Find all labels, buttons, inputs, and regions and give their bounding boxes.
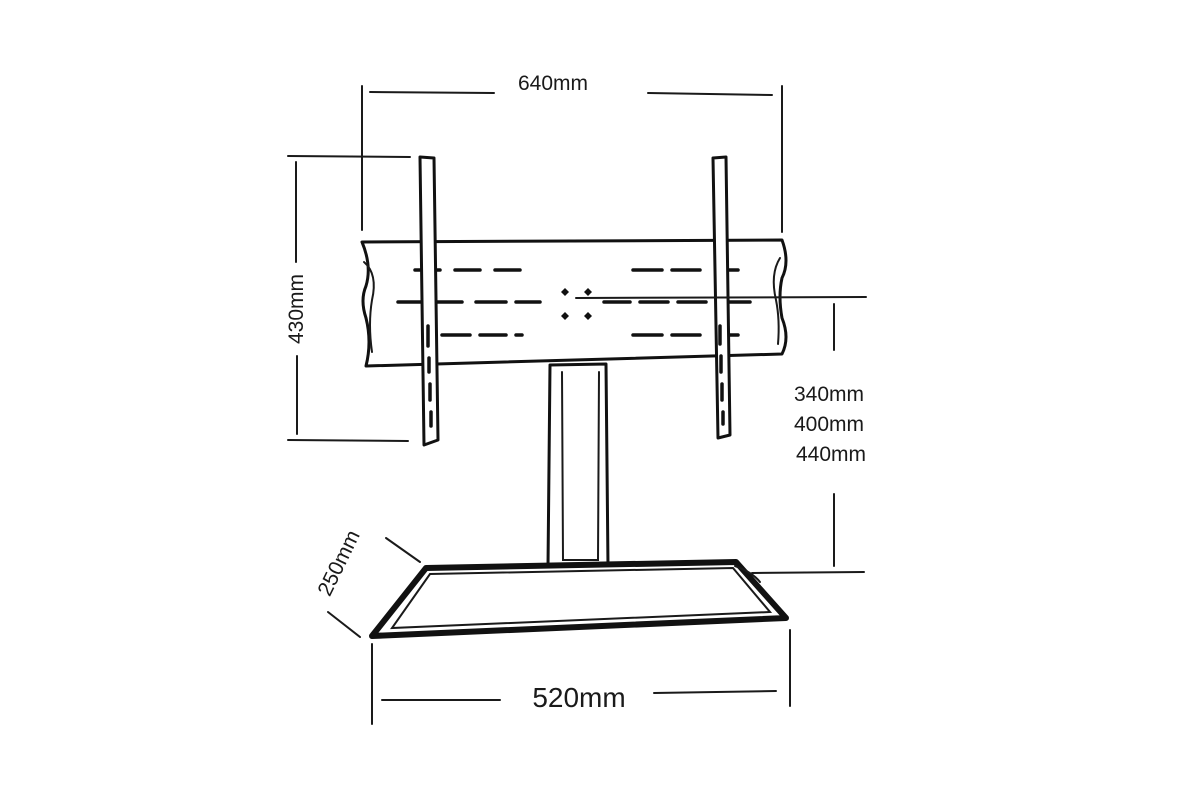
depth-dim-line-bottom xyxy=(327,611,361,638)
width-label: 640mm xyxy=(518,72,588,95)
bar-left-curl xyxy=(363,261,375,353)
base-plate xyxy=(369,559,789,639)
center-holes xyxy=(561,288,592,320)
left-bracket-arm xyxy=(418,155,440,447)
width-dim-line-right xyxy=(647,92,773,96)
stand-base xyxy=(369,559,789,639)
height-extension-top xyxy=(287,155,411,158)
base-width-label: 520mm xyxy=(532,682,625,713)
height-dimension-left: 430mm xyxy=(285,155,411,442)
height-label: 430mm xyxy=(285,274,308,344)
base-edge-curve xyxy=(734,565,761,583)
stand-pillar xyxy=(546,362,610,582)
depth-label: 250mm xyxy=(313,527,364,600)
base-width-dim-line-right xyxy=(653,690,777,694)
height-options-dimension: 340mm 400mm 440mm xyxy=(575,296,867,574)
depth-dim-line-top xyxy=(385,537,421,563)
height-option-3: 440mm xyxy=(796,443,866,466)
height-option-1: 340mm xyxy=(794,383,864,406)
pillar-inner-line xyxy=(561,371,600,561)
left-vertical-bracket xyxy=(418,155,440,447)
bar-right-curl xyxy=(772,257,781,345)
height-option-2: 400mm xyxy=(794,413,864,436)
height-options-extension-top xyxy=(575,296,867,299)
base-plate-inner xyxy=(390,566,773,630)
width-dim-line-left xyxy=(369,91,495,94)
height-extension-bottom xyxy=(287,439,409,442)
base-width-dimension: 520mm xyxy=(371,629,791,725)
width-dimension-top: 640mm xyxy=(361,72,783,233)
height-options-extension-bottom xyxy=(751,571,865,574)
